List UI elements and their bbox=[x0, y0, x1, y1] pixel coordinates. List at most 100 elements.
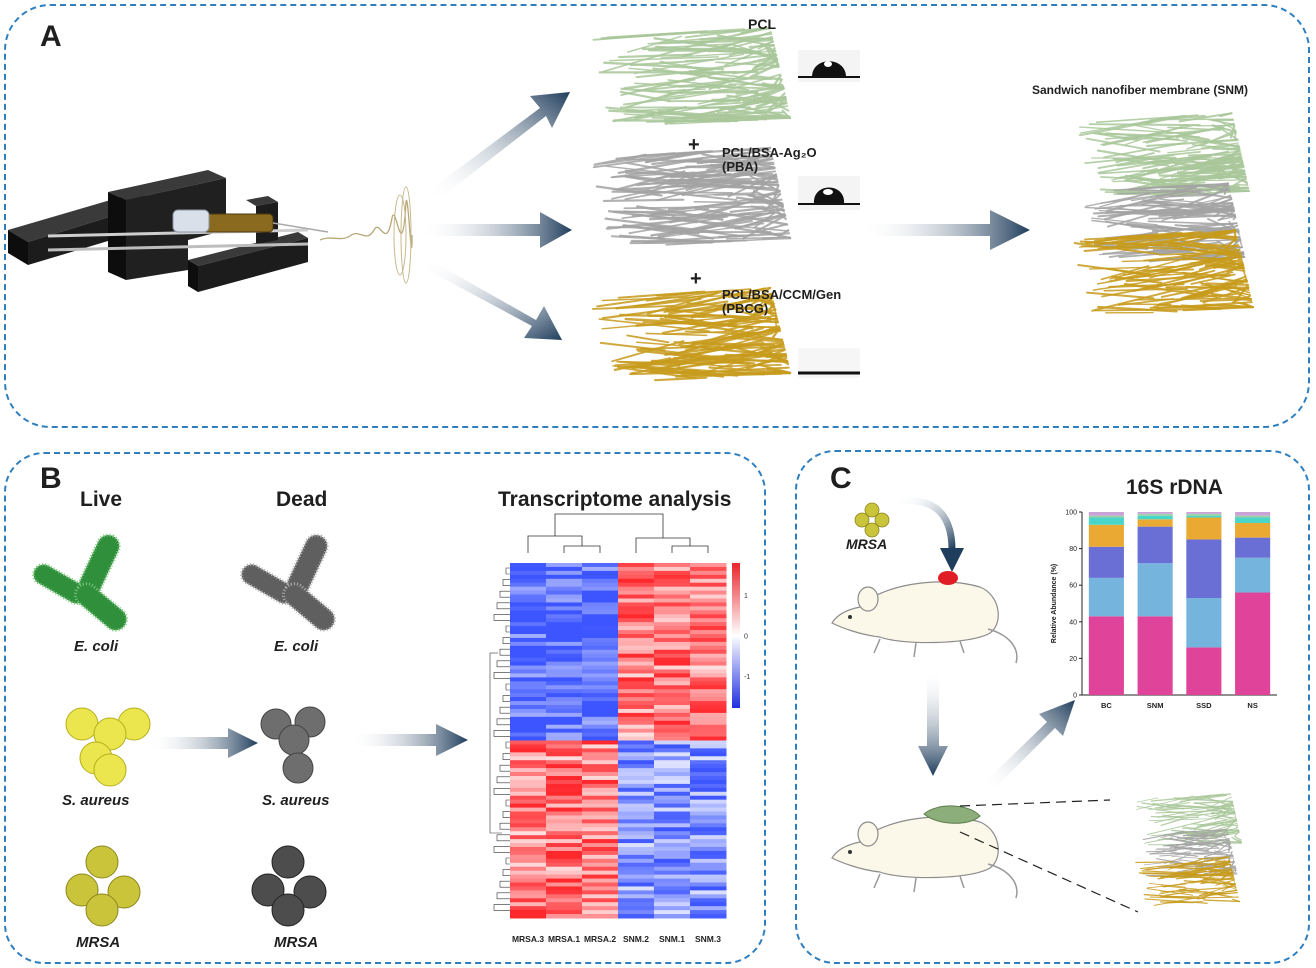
fiber bbox=[1234, 830, 1240, 837]
fiber bbox=[1235, 841, 1243, 844]
heatmap-cell bbox=[654, 854, 691, 860]
heatmap-cell bbox=[654, 566, 691, 572]
fiber bbox=[668, 361, 745, 365]
heatmap-cell bbox=[546, 618, 583, 623]
stacked-bar-segment bbox=[1235, 557, 1271, 593]
heatmap-cell bbox=[582, 827, 619, 832]
fiber bbox=[767, 295, 777, 312]
fiber bbox=[631, 213, 731, 217]
fiber bbox=[753, 206, 784, 229]
heatmap-cell bbox=[582, 566, 619, 572]
heatmap-cell bbox=[582, 720, 619, 726]
heatmap-cell bbox=[546, 787, 583, 793]
fiber bbox=[1135, 861, 1175, 864]
heatmap-cell bbox=[690, 799, 727, 805]
heatmap-cell bbox=[510, 708, 547, 714]
fiber bbox=[717, 36, 774, 40]
heatmap-cell bbox=[546, 586, 583, 592]
heatmap-cell bbox=[582, 689, 619, 694]
heatmap-cell bbox=[690, 712, 727, 718]
arrow-dead-to-transcriptome bbox=[350, 724, 468, 756]
heatmap-cell bbox=[618, 653, 655, 659]
fiber bbox=[688, 70, 751, 79]
heatmap-cell bbox=[690, 724, 727, 730]
stacked-bar-segment bbox=[1186, 513, 1222, 516]
fiber bbox=[1165, 866, 1217, 871]
heatmap-cell bbox=[690, 866, 727, 872]
heatmap-cell bbox=[582, 630, 619, 635]
fiber bbox=[595, 185, 663, 197]
heatmap-cell bbox=[690, 649, 727, 655]
heatmap-cell bbox=[582, 795, 619, 801]
heatmap-cell bbox=[546, 791, 583, 797]
heatmap-cell bbox=[654, 772, 691, 777]
fiber bbox=[1211, 814, 1237, 819]
heatmap-cell bbox=[690, 894, 727, 899]
heatmap-cell bbox=[690, 839, 727, 844]
heatmap-cell bbox=[654, 906, 691, 911]
heatmap-cell bbox=[690, 854, 727, 860]
heatmap-cell bbox=[546, 697, 583, 702]
heatmap-cell bbox=[618, 862, 655, 868]
heatmap-cell bbox=[690, 634, 727, 639]
heatmap-cell bbox=[546, 708, 583, 714]
heatmap-cell bbox=[510, 807, 547, 812]
heatmap-cell bbox=[690, 886, 727, 891]
colorbar bbox=[732, 563, 740, 708]
heatmap-cell bbox=[546, 740, 583, 745]
heatmap-cell bbox=[582, 590, 619, 596]
heatmap-cell bbox=[618, 779, 655, 785]
heatmap-cell bbox=[582, 902, 619, 907]
panel-a-label: A bbox=[40, 20, 62, 53]
heatmap-cell bbox=[510, 847, 547, 852]
heatmap-cell bbox=[510, 645, 547, 651]
fiber bbox=[626, 175, 729, 188]
heatmap-cell bbox=[546, 779, 583, 785]
fiber bbox=[620, 87, 677, 95]
heatmap-cell bbox=[582, 578, 619, 584]
fiber bbox=[1214, 807, 1235, 820]
stacked-bar-segment bbox=[1088, 512, 1124, 516]
heatmap-cell bbox=[510, 701, 547, 706]
fiber bbox=[1139, 200, 1235, 212]
fiber bbox=[1228, 841, 1231, 853]
heatmap-cell bbox=[654, 689, 691, 694]
heatmap-cell bbox=[618, 902, 655, 907]
heatmap-cell bbox=[654, 708, 691, 714]
heatmap-cell bbox=[654, 618, 691, 623]
y-tick-label: 80 bbox=[1069, 546, 1077, 553]
fiber bbox=[765, 100, 788, 114]
pba-label-line2: (PBA) bbox=[722, 159, 759, 174]
heatmap-cell bbox=[510, 791, 547, 797]
stacked-bar-segment bbox=[1186, 515, 1222, 518]
heatmap-cell bbox=[654, 795, 691, 801]
heatmap-column-label: SNM.3 bbox=[695, 934, 721, 944]
heatmap-cell bbox=[546, 795, 583, 801]
heatmap-cell bbox=[654, 716, 691, 722]
heatmap-cell bbox=[546, 574, 583, 580]
heatmap-cell bbox=[546, 657, 583, 663]
fiber bbox=[601, 294, 742, 302]
fiber bbox=[647, 224, 745, 238]
heatmap-cell bbox=[690, 878, 727, 883]
heatmap-cell bbox=[618, 835, 655, 840]
heatmap-cell bbox=[654, 574, 691, 580]
fiber bbox=[1141, 802, 1185, 810]
stacked-bar-segment bbox=[1137, 513, 1173, 516]
fiber bbox=[613, 357, 672, 372]
fiber bbox=[752, 55, 777, 63]
heatmap-cell bbox=[510, 618, 547, 623]
heatmap-cell bbox=[618, 874, 655, 880]
fiber bbox=[724, 317, 779, 332]
fiber bbox=[1201, 819, 1237, 832]
heatmap-cell bbox=[510, 890, 547, 895]
heatmap-cell bbox=[618, 602, 655, 607]
heatmap-cell bbox=[582, 661, 619, 667]
heatmap-cell bbox=[510, 705, 547, 710]
fiber bbox=[1161, 814, 1194, 820]
heatmap-cell bbox=[582, 764, 619, 769]
heatmap-cell bbox=[582, 637, 619, 643]
heatmap-cell bbox=[546, 898, 583, 903]
heatmap-cell bbox=[690, 574, 727, 580]
